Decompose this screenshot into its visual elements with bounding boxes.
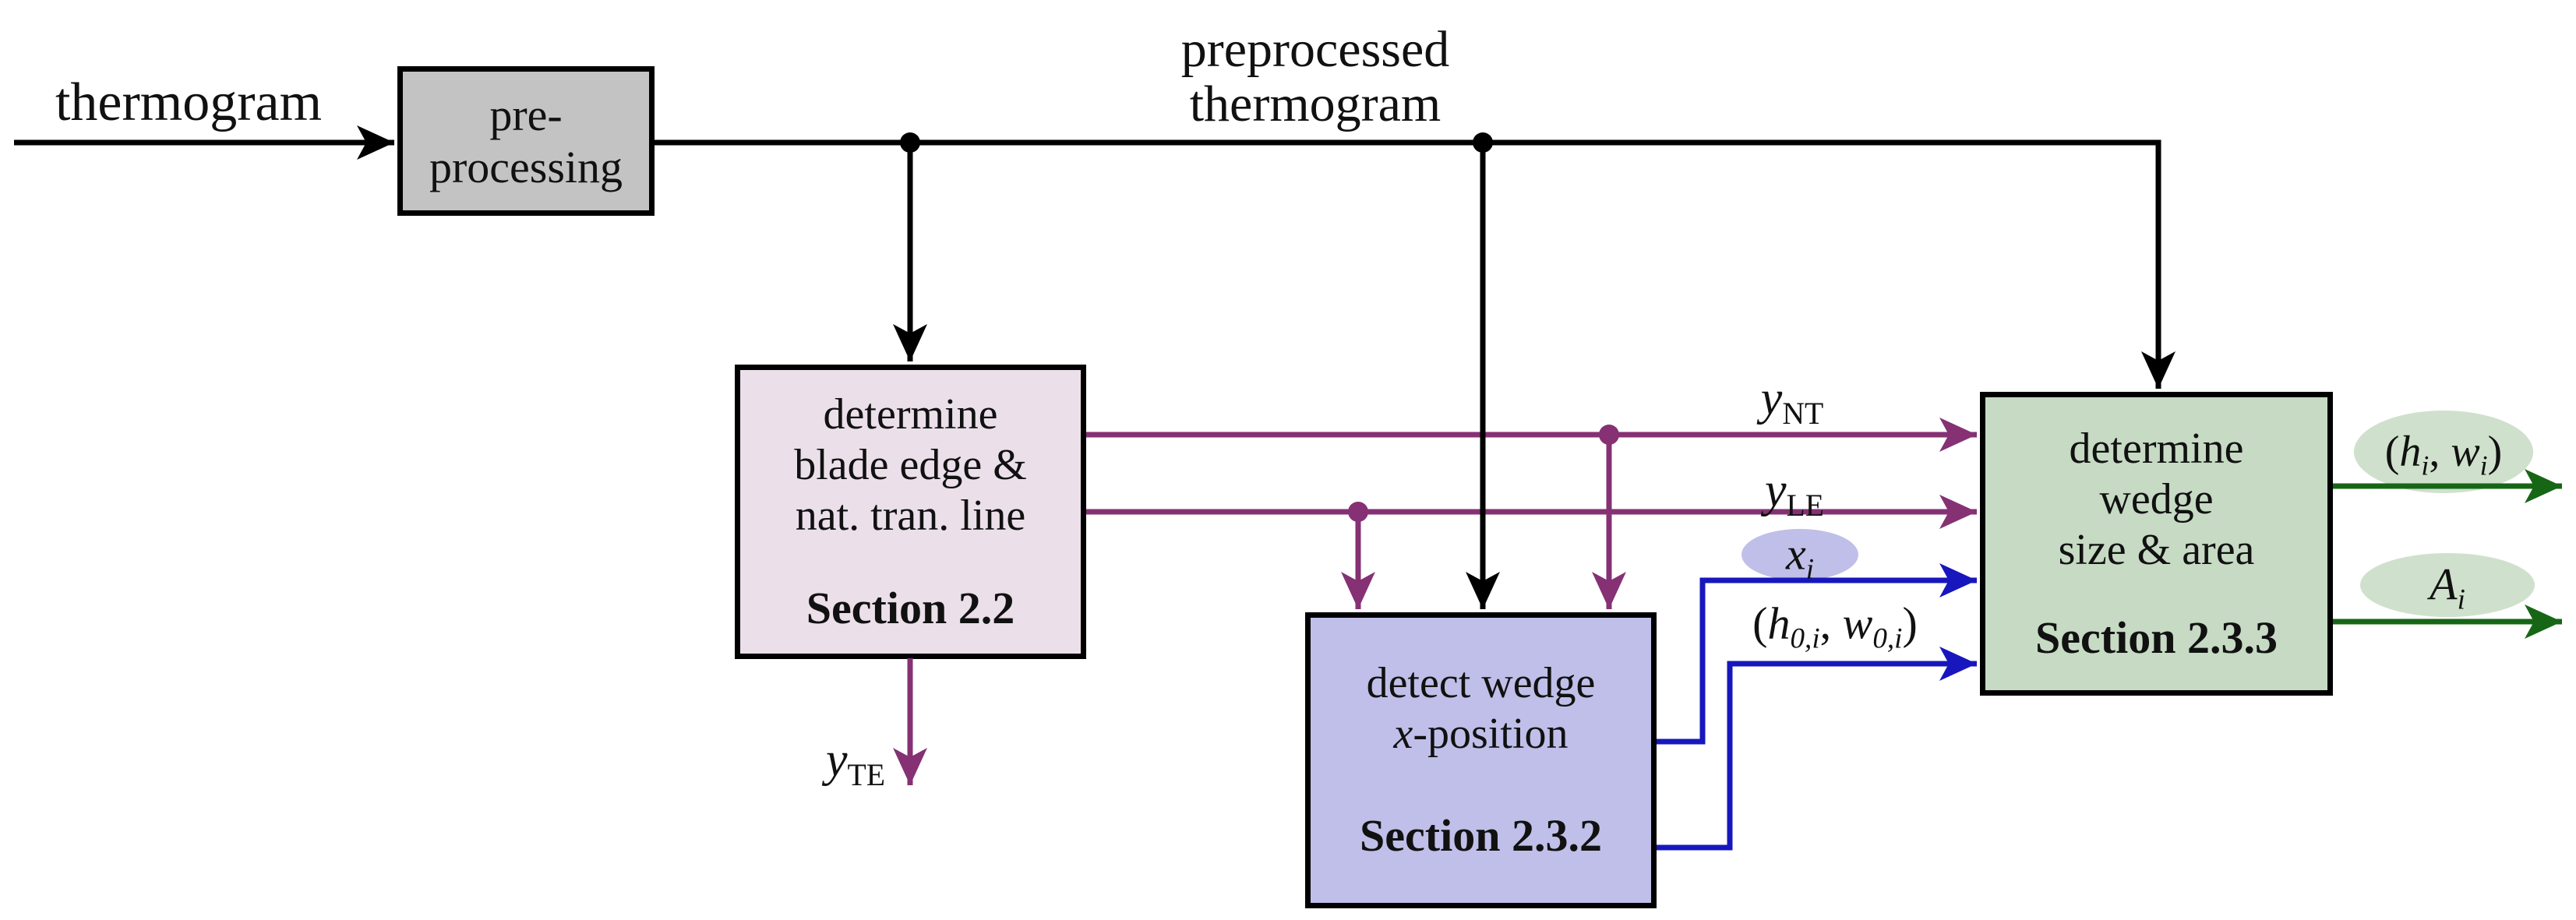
label-x-i: xi [1785,528,1815,586]
hw-output-ellipse [2354,411,2533,493]
wedge-x-box-line1: detect wedge [1366,659,1596,708]
preprocessing-box-line1: pre- [489,89,563,140]
junction-dot-y-le [1348,502,1368,522]
input-label: thermogram [55,72,323,132]
preprocessed-label: preprocessed thermogram [1180,21,1450,132]
wedge-size-box-line3: size & area [2058,525,2255,574]
blade-edge-box-line1: determine [823,390,998,439]
label-h0-w0: (h0,i, w0,i) [1752,597,1918,655]
wedge-x-box: detect wedge x-position Section 2.3.2 [1305,612,1657,908]
junction-dot-y-nt [1599,425,1619,445]
wedge-size-box: determine wedge size & area Section 2.3.… [1980,392,2333,696]
blade-edge-box-section: Section 2.2 [806,582,1015,633]
wedge-size-box-section: Section 2.3.3 [2035,612,2278,663]
label-y-te: yTE [826,733,885,793]
line-main-preprocessed [654,139,2175,389]
blade-edge-box-line2: blade edge & [794,440,1027,489]
label-y-nt: yNT [1760,372,1824,432]
arrow-x-i [1657,563,1977,745]
label-y-le: yLE [1765,464,1824,523]
arrow-h0-w0 [1657,647,1977,851]
junction-dot-wedge-x [1473,132,1493,153]
blade-edge-box: determine blade edge & nat. tran. line S… [735,365,1086,659]
preprocessing-box: pre- processing [397,66,655,216]
junction-dot-blade-edge [900,132,920,153]
blade-edge-box-line3: nat. tran. line [795,491,1026,540]
wedge-size-box-line1: determine [2069,424,2244,473]
label-a-i: Ai [2430,559,2465,616]
wedge-size-box-line2: wedge [2099,474,2214,523]
label-h-w: (hi, wi) [2384,428,2503,481]
wedge-x-box-section: Section 2.3.2 [1360,810,1602,862]
preprocessing-box-line2: processing [429,142,623,192]
wedge-x-box-line2: x-position [1393,710,1569,759]
area-output-ellipse [2360,553,2535,617]
xi-ellipse [1741,529,1858,580]
